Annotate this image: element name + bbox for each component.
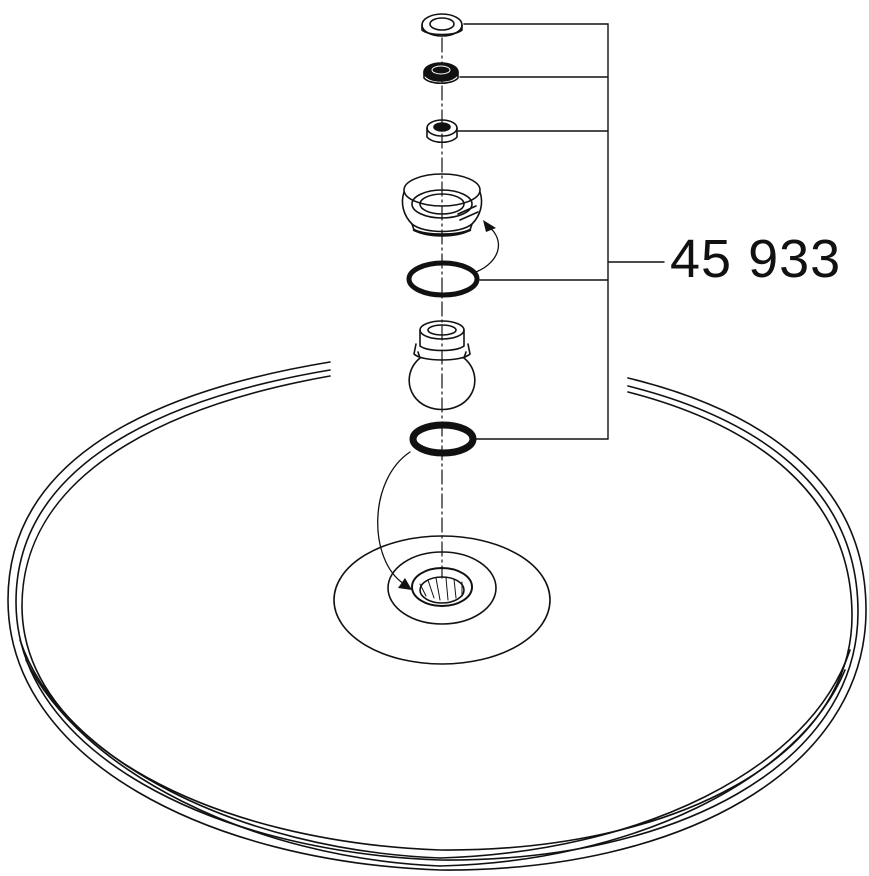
disc-edge-4 (439, 669, 846, 867)
disc-rim-outer (7, 361, 867, 871)
filter-disc (423, 62, 459, 85)
disc-rim-inner (21, 375, 853, 851)
assembly-arrows (377, 220, 499, 590)
thread-inner (419, 576, 465, 604)
ball-joint (408, 320, 476, 411)
disc-edge-3 (25, 659, 441, 867)
disc-edge-1 (19, 639, 441, 859)
o-ring-upper (406, 260, 480, 298)
shower-head-disc (7, 361, 867, 871)
washer-top (421, 13, 463, 37)
part-number-label: 45 933 (670, 229, 842, 289)
leader-lines (457, 23, 665, 440)
arrowhead-upper (483, 220, 496, 232)
arrowhead-lower (398, 578, 412, 590)
disc-rim-mid (15, 369, 859, 861)
small-ring (426, 119, 458, 144)
swivel-nut (401, 173, 483, 237)
arrow-upper-ring (475, 225, 499, 273)
o-ring-lower (409, 421, 477, 457)
disc-edge-2 (439, 649, 851, 859)
arrow-lower-ring (377, 451, 411, 585)
thread-hatch (419, 577, 463, 601)
